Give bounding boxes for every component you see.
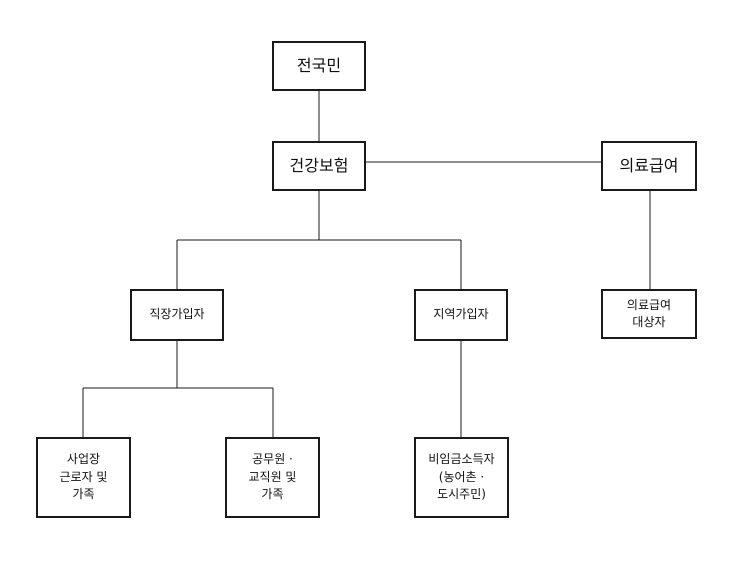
node-health-insurance: 건강보험	[272, 141, 366, 191]
node-label: 의료급여	[619, 156, 679, 176]
node-medical-aid-target: 의료급여 대상자	[601, 289, 697, 339]
node-label-line: 공무원 ·	[252, 452, 293, 467]
node-non-wage-earners: 비임금소득자 (농어촌 · 도시주민)	[414, 437, 509, 518]
node-label-line: 가족	[72, 487, 95, 502]
node-label-line: 사업장	[66, 452, 101, 467]
node-label: 건강보험	[289, 156, 349, 176]
node-label: 전국민	[296, 56, 342, 76]
node-label-line: 대상자	[632, 315, 666, 329]
node-medical-aid: 의료급여	[601, 141, 697, 191]
node-label-line: 도시주민)	[437, 487, 486, 502]
node-workplace-subscriber: 직장가입자	[130, 289, 224, 341]
node-label-line: 교직원 및	[248, 469, 297, 484]
node-label-line: 비임금소득자	[428, 452, 495, 467]
node-all-citizens: 전국민	[272, 41, 366, 91]
node-label-line: (농어촌 ·	[438, 469, 485, 484]
node-label: 지역가입자	[433, 307, 489, 322]
node-label-line: 가족	[261, 487, 284, 502]
node-label-line: 근로자 및	[59, 469, 108, 484]
node-label: 직장가입자	[149, 307, 205, 322]
node-label-line: 의료급여	[626, 297, 672, 312]
node-civil-servants-and-family: 공무원 · 교직원 및 가족	[225, 437, 320, 518]
node-regional-subscriber: 지역가입자	[414, 289, 508, 341]
node-employees-and-family: 사업장 근로자 및 가족	[36, 437, 131, 518]
